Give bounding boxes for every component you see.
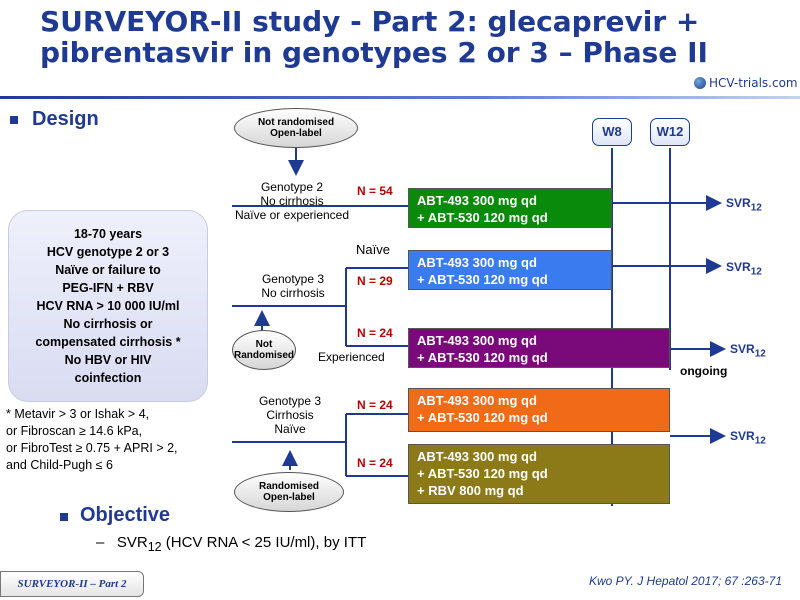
treatment-arm-4: ABT-493 300 mg qd + ABT-530 120 mg qd bbox=[408, 388, 670, 432]
oval-mid-line-1: Not bbox=[255, 339, 273, 350]
treatment-arm-1: ABT-493 300 mg qd + ABT-530 120 mg qd bbox=[408, 188, 612, 228]
design-heading: Design bbox=[32, 108, 99, 130]
objective-svr: SVR bbox=[116, 534, 148, 551]
svr-sub: 12 bbox=[750, 266, 762, 278]
objective-text: – SVR12 (HCV RNA < 25 IU/ml), by ITT bbox=[96, 534, 366, 554]
globe-icon bbox=[694, 77, 706, 89]
group-g3c-line-2: Cirrhosis bbox=[266, 408, 314, 422]
label-naive: Naïve bbox=[356, 242, 390, 257]
title-line-2: pibrentasvir in genotypes 2 or 3 – Phase… bbox=[40, 36, 708, 69]
arm-line: + ABT-530 120 mg qd bbox=[417, 466, 548, 481]
arm-line: ABT-493 300 mg qd bbox=[417, 333, 537, 348]
arm-line: ABT-493 300 mg qd bbox=[417, 193, 537, 208]
population-line: HCV RNA > 10 000 IU/ml bbox=[36, 299, 180, 313]
footnote-line: and Child-Pugh ≤ 6 bbox=[6, 458, 113, 472]
svr-label: SVR12 bbox=[726, 260, 762, 277]
n-label: N = 24 bbox=[357, 326, 393, 340]
slide-title: SURVEYOR-II study - Part 2: glecaprevir … bbox=[40, 6, 760, 68]
svr-sub: 12 bbox=[754, 435, 766, 447]
group-g2-line-3: Naïve or experienced bbox=[234, 208, 350, 222]
arm-line: + ABT-530 120 mg qd bbox=[417, 272, 548, 287]
svr-base: SVR bbox=[730, 429, 755, 443]
group-g2-line-1: Genotype 2 bbox=[260, 180, 324, 194]
objective-svr-sub: 12 bbox=[147, 540, 162, 554]
arm-line: ABT-493 300 mg qd bbox=[417, 393, 537, 408]
oval-top-line-2: Open-label bbox=[270, 128, 322, 139]
svr-label: SVR12 bbox=[726, 196, 762, 213]
oval-mid-line-2: Randomised bbox=[233, 350, 294, 361]
oval-not-randomised-open-label: Not randomised Open-label bbox=[234, 108, 358, 148]
svr-base: SVR bbox=[730, 342, 755, 356]
arm-line: ABT-493 300 mg qd bbox=[417, 449, 537, 464]
group-g3nc-line-1: Genotype 3 bbox=[261, 272, 325, 286]
arm-line: + RBV 800 mg qd bbox=[417, 483, 524, 498]
objective-heading: Objective bbox=[80, 504, 171, 526]
n-label: N = 54 bbox=[357, 184, 393, 198]
objective-criteria: (HCV RNA < 25 IU/ml), by ITT bbox=[161, 534, 367, 551]
population-line: PEG-IFN + RBV bbox=[62, 281, 154, 295]
oval-top-line-1: Not randomised bbox=[257, 117, 335, 128]
population-line: compensated cirrhosis * bbox=[35, 335, 181, 349]
bullet-icon bbox=[10, 116, 18, 124]
group-g3nc-line-2: No cirrhosis bbox=[261, 286, 325, 300]
footnote-line: * Metavir > 3 or Ishak > 4, bbox=[6, 407, 150, 421]
group-genotype-3-cirrhosis: Genotype 3 Cirrhosis Naïve bbox=[250, 394, 330, 436]
svr-sub: 12 bbox=[754, 348, 766, 360]
population-line: No HBV or HIV bbox=[64, 353, 152, 367]
treatment-arm-2: ABT-493 300 mg qd + ABT-530 120 mg qd bbox=[408, 250, 612, 290]
svr-base: SVR bbox=[726, 260, 751, 274]
oval-bottom-line-1: Randomised bbox=[258, 481, 319, 492]
bullet-icon bbox=[60, 513, 68, 521]
svr-label: SVR12 bbox=[730, 429, 766, 446]
arm-line: ABT-493 300 mg qd bbox=[417, 255, 537, 270]
n-label: N = 24 bbox=[357, 398, 393, 412]
n-label: N = 29 bbox=[357, 274, 393, 288]
population-line: Naïve or failure to bbox=[55, 263, 161, 277]
header-rule bbox=[0, 96, 800, 99]
oval-bottom-line-2: Open-label bbox=[263, 492, 315, 503]
group-genotype-2: Genotype 2 No cirrhosis Naïve or experie… bbox=[232, 180, 352, 222]
objective-dash: – bbox=[96, 534, 105, 551]
population-line: No cirrhosis or bbox=[63, 317, 153, 331]
population-line: HCV genotype 2 or 3 bbox=[46, 245, 170, 259]
arm-line: + ABT-530 120 mg qd bbox=[417, 410, 548, 425]
population-line: coinfection bbox=[74, 371, 142, 385]
oval-randomised-open-label: Randomised Open-label bbox=[234, 472, 344, 512]
arm-line: + ABT-530 120 mg qd bbox=[417, 210, 548, 225]
svr-sub: 12 bbox=[750, 202, 762, 214]
footnote-line: or Fibroscan ≥ 14.6 kPa, bbox=[6, 424, 143, 438]
week-badge-w12: W12 bbox=[650, 118, 690, 146]
footnote: * Metavir > 3 or Ishak > 4, or Fibroscan… bbox=[6, 406, 178, 474]
footnote-line: or FibroTest ≥ 0.75 + APRI > 2, bbox=[6, 441, 178, 455]
oval-not-randomised: Not Randomised bbox=[232, 330, 296, 370]
population-line: 18-70 years bbox=[73, 227, 143, 241]
svr-label: SVR12 bbox=[730, 342, 766, 359]
group-g2-line-2: No cirrhosis bbox=[260, 194, 324, 208]
group-g3c-line-1: Genotype 3 bbox=[258, 394, 322, 408]
n-label: N = 24 bbox=[357, 456, 393, 470]
treatment-arm-3: ABT-493 300 mg qd + ABT-530 120 mg qd bbox=[408, 328, 670, 368]
population-box: 18-70 years HCV genotype 2 or 3 Naïve or… bbox=[8, 210, 208, 402]
study-tag: SURVEYOR-II – Part 2 bbox=[0, 571, 144, 597]
label-experienced: Experienced bbox=[318, 350, 385, 364]
group-genotype-3-no-cirrhosis: Genotype 3 No cirrhosis bbox=[248, 272, 338, 300]
ongoing-label: ongoing bbox=[680, 364, 728, 378]
logo-text: HCV-trials.com bbox=[709, 76, 798, 90]
svr-base: SVR bbox=[726, 196, 751, 210]
treatment-arm-5: ABT-493 300 mg qd + ABT-530 120 mg qd + … bbox=[408, 444, 670, 504]
group-g3c-line-3: Naïve bbox=[274, 422, 306, 436]
logo: HCV-trials.com bbox=[694, 76, 798, 90]
week-badge-w8: W8 bbox=[592, 118, 632, 146]
title-line-1: SURVEYOR-II study - Part 2: glecaprevir … bbox=[40, 5, 700, 38]
citation: Kwo PY. J Hepatol 2017; 67 :263-71 bbox=[588, 574, 782, 588]
arm-line: + ABT-530 120 mg qd bbox=[417, 350, 548, 365]
